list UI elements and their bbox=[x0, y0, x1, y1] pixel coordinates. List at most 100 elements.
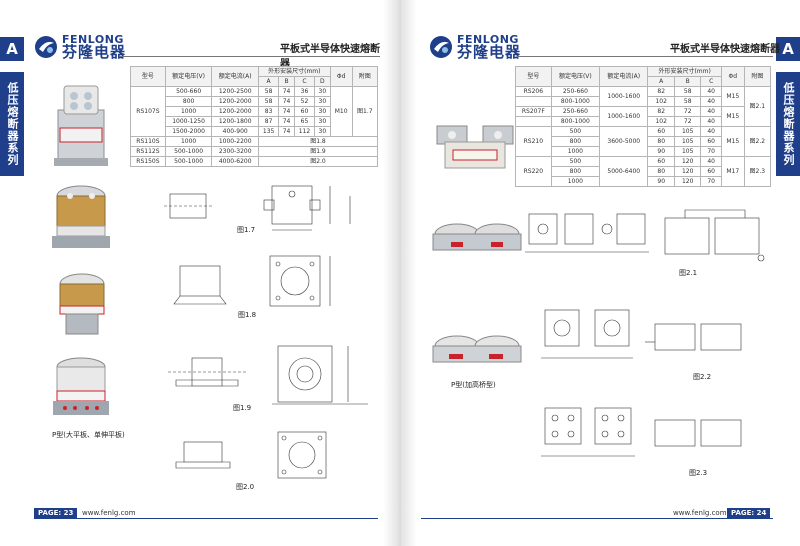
th-a: A bbox=[257, 76, 280, 87]
brand-logo: FENLONG 芬隆电器 bbox=[34, 34, 126, 60]
table-row: 1500-2000 400-900 135 74 112 30 bbox=[131, 126, 378, 137]
cell: RS112S bbox=[130, 146, 166, 157]
cell: 60 bbox=[293, 106, 316, 117]
brand-logo: FENLONG 芬隆电器 bbox=[429, 34, 521, 60]
page-spine bbox=[383, 0, 417, 546]
cell: 500 bbox=[550, 156, 601, 167]
cell-model: RS107S bbox=[130, 86, 166, 137]
cell: 102 bbox=[647, 116, 675, 127]
cell: 135 bbox=[257, 126, 280, 137]
th-voltage: 额定电压(V) bbox=[164, 66, 213, 87]
table-row: RS107S 500-660 1200-2500 58 74 36 30 M10… bbox=[130, 86, 379, 137]
cell: 800 bbox=[164, 96, 213, 107]
cell: M15 bbox=[720, 86, 745, 107]
table-row: 1000 90 120 70 bbox=[516, 176, 771, 187]
footer-url-right: www.fenlg.com bbox=[673, 509, 727, 517]
cell: 65 bbox=[293, 116, 316, 127]
th-c: C bbox=[700, 76, 722, 87]
cell: 4000-6200 bbox=[211, 156, 259, 167]
drawing-fig-1-7 bbox=[164, 185, 351, 231]
drawing-fig-2-2 bbox=[541, 309, 742, 359]
cell: 90 bbox=[647, 176, 675, 187]
cell: 105 bbox=[673, 146, 702, 157]
brand-name-en: FENLONG bbox=[457, 33, 519, 46]
drawing-fig-1-9 bbox=[168, 345, 368, 405]
cell: 83 bbox=[257, 106, 280, 117]
cell: 58 bbox=[673, 86, 702, 97]
page-number-left: PAGE: 23 bbox=[34, 508, 78, 519]
brand-logo-icon bbox=[430, 36, 452, 58]
cell: 30 bbox=[314, 86, 331, 97]
table-row: RS110S 1000 1000-2200 图1.8 bbox=[130, 136, 379, 147]
cell: 图2.2 bbox=[743, 126, 772, 157]
cell: 800 bbox=[550, 166, 601, 177]
page-number-right: PAGE: 24 bbox=[727, 508, 771, 519]
page-title-left: 平板式半导体快速熔断器 bbox=[280, 44, 380, 70]
cell: 40 bbox=[700, 96, 722, 107]
table-row: RS207F 250-660 1000-1600 82 72 40 M15 bbox=[515, 106, 771, 127]
cell: 图1.9 bbox=[257, 146, 379, 157]
cell: 90 bbox=[647, 146, 675, 157]
cell: 250-660 bbox=[550, 106, 601, 117]
brand-name-en: FENLONG bbox=[62, 33, 124, 46]
side-label-right: 低压熔断器系列 bbox=[776, 72, 800, 176]
footer-line-right bbox=[421, 518, 773, 519]
cell: RS206 bbox=[515, 86, 552, 97]
cell: 72 bbox=[673, 106, 702, 117]
cell: 120 bbox=[673, 176, 702, 187]
cell: 74 bbox=[278, 96, 295, 107]
cell-phi: M10 bbox=[329, 86, 353, 137]
cell: 52 bbox=[293, 96, 316, 107]
cell-fig: 图1.7 bbox=[351, 86, 379, 137]
section-tab-left: A bbox=[0, 37, 24, 61]
cell: 80 bbox=[647, 166, 675, 177]
cell: 800-1000 bbox=[550, 116, 601, 127]
fuse-photo-4 bbox=[53, 357, 109, 415]
th-current: 额定电流(A) bbox=[211, 66, 259, 87]
cell: 60 bbox=[700, 136, 722, 147]
table-row: RS220 500 5000-6400 60 120 40 M17 图2.3 bbox=[515, 156, 772, 187]
cell bbox=[515, 96, 552, 107]
cell: 40 bbox=[700, 86, 722, 97]
th-b: B bbox=[278, 76, 295, 87]
cell: 105 bbox=[673, 126, 702, 137]
cell: 1200-2000 bbox=[211, 96, 259, 107]
table-row: 1000-1250 1200-1800 87 74 65 30 bbox=[131, 116, 378, 127]
cell: 82 bbox=[647, 106, 675, 117]
cell: 800 bbox=[550, 136, 601, 147]
cell: 30 bbox=[314, 126, 331, 137]
fig-label-1-9: 图1.9 bbox=[233, 404, 252, 412]
cell: 87 bbox=[257, 116, 280, 127]
cell: 58 bbox=[257, 86, 280, 97]
brand-name-cn: 芬隆电器 bbox=[457, 43, 522, 61]
cell: M17 bbox=[720, 156, 745, 187]
side-label-left: 低压熔断器系列 bbox=[0, 72, 24, 176]
cell: 250-660 bbox=[550, 86, 601, 97]
cell: 80 bbox=[647, 136, 675, 147]
cell: M15 bbox=[720, 106, 745, 127]
cell: 60 bbox=[647, 156, 675, 167]
fig-label-2-2: 图2.2 bbox=[693, 373, 712, 381]
cell: 500-1000 bbox=[164, 156, 213, 167]
cell: 图2.0 bbox=[257, 156, 379, 167]
table-row: 800 1200-2000 58 74 52 30 bbox=[131, 96, 378, 107]
cell: 74 bbox=[278, 106, 295, 117]
fig-label-1-8: 图1.8 bbox=[238, 311, 257, 319]
footer-line-left bbox=[34, 518, 378, 519]
right-page: A 低压熔断器系列 FENLONG 芬隆电器 平板式半导体快速熔断器 型号 额定… bbox=[417, 0, 800, 546]
cell: 30 bbox=[314, 116, 331, 127]
drawing-fig-2-1 bbox=[525, 209, 765, 262]
th-current: 额定电流(A) bbox=[599, 66, 649, 87]
cell: 74 bbox=[278, 86, 295, 97]
th-c: C bbox=[293, 76, 316, 87]
cell: 500-660 bbox=[164, 86, 213, 97]
cell: 72 bbox=[673, 116, 702, 127]
cell: 30 bbox=[314, 106, 331, 117]
th-phi: Φd bbox=[720, 66, 745, 87]
photo-caption-left: P型(大平板、单伸平板) bbox=[52, 431, 125, 439]
table-row: RS206 250-660 1000-1600 82 58 40 M15 图2.… bbox=[515, 86, 772, 127]
table-row: 800-1000 102 58 40 bbox=[515, 96, 771, 107]
cell: 1200-2000 bbox=[211, 106, 259, 117]
th-dims: 外形安装尺寸(mm) bbox=[647, 66, 722, 77]
cell: 图2.3 bbox=[743, 156, 772, 187]
